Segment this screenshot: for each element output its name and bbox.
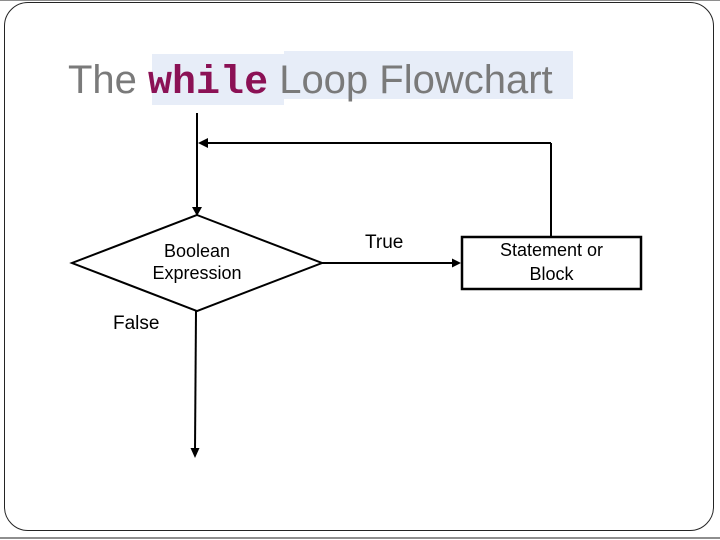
loopback-arrowhead-icon xyxy=(198,138,208,148)
process-label-line2: Block xyxy=(529,264,574,284)
title-keyword-while: while xyxy=(148,61,269,106)
true-branch-label: True xyxy=(365,232,404,253)
process-label-line1: Statement or xyxy=(499,240,604,260)
process-box xyxy=(460,235,643,291)
process-label: Statement or Block xyxy=(463,238,640,286)
false-branch-label: False xyxy=(113,313,160,334)
screenshot-top-edge xyxy=(0,0,720,1)
entry-arrowhead-icon xyxy=(192,207,202,216)
decision-label: Boolean Expression xyxy=(122,240,272,284)
decision-diamond xyxy=(69,213,325,313)
screenshot-bottom-edge xyxy=(0,537,720,539)
true-arrowhead-icon xyxy=(452,258,461,268)
flow-line-false xyxy=(194,310,197,451)
decision-label-line2: Expression xyxy=(152,263,242,283)
page-title: The while Loop Flowchart xyxy=(68,57,553,107)
slide-rounded-border xyxy=(4,2,714,531)
title-suffix: Loop Flowchart xyxy=(268,58,553,102)
false-arrowhead-icon xyxy=(190,448,200,458)
keyword-highlight xyxy=(152,54,284,105)
decision-label-line1: Boolean xyxy=(163,241,231,261)
title-prefix: The xyxy=(68,58,149,102)
title-suffix-highlight xyxy=(284,51,573,99)
